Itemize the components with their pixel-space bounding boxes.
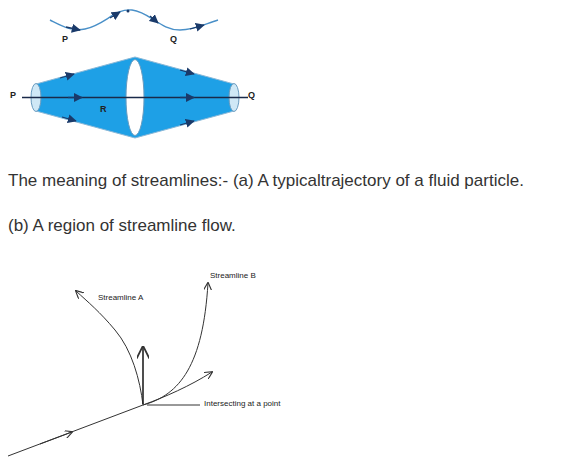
point-label: R — [100, 104, 107, 114]
streamline-label: Streamline B — [210, 271, 256, 280]
point-label: Q — [170, 34, 177, 44]
intersecting-streamlines — [8, 283, 212, 456]
streamline-label: Streamline A — [98, 293, 143, 302]
point-label: P — [10, 90, 16, 100]
point-label: Q — [248, 90, 255, 100]
caption-line: (b) A region of streamline flow. — [8, 216, 236, 236]
callout-label: Intersecting at a point — [204, 399, 281, 408]
particle-trajectory — [50, 10, 218, 31]
caption-line: The meaning of streamlines:- (a) A typic… — [8, 171, 524, 191]
flow-tube — [22, 57, 248, 138]
point-label: P — [62, 34, 68, 44]
